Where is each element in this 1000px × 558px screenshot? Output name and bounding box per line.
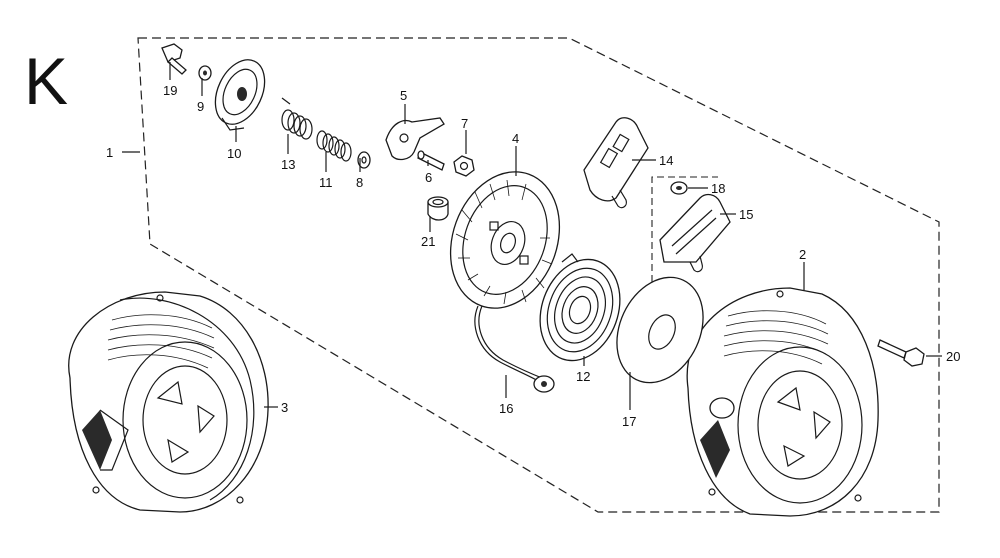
part-3-fan-cover — [68, 291, 269, 513]
callout-4: 4 — [512, 131, 519, 146]
part-2-fan-cover — [686, 287, 879, 517]
part-8-washer — [357, 151, 371, 169]
part-10-friction-plate — [214, 59, 266, 131]
part-15-handle-grip — [659, 193, 731, 273]
callout-1: 1 — [106, 145, 113, 160]
callout-12: 12 — [576, 369, 590, 384]
part-6-pin — [417, 150, 445, 171]
callout-3: 3 — [281, 400, 288, 415]
callout-5: 5 — [400, 88, 407, 103]
part-5-ratchet — [385, 117, 445, 161]
sub-boundary-15-18 — [651, 176, 718, 282]
part-12-recoil-spring — [539, 253, 621, 362]
callout-labels: 1 2 3 4 5 6 7 8 9 10 11 12 13 14 15 16 1… — [106, 83, 960, 429]
callout-10: 10 — [227, 146, 241, 161]
callout-17: 17 — [622, 414, 636, 429]
part-21-collar — [427, 196, 449, 221]
callout-6: 6 — [425, 170, 432, 185]
part-11-spring — [316, 130, 352, 162]
part-19-bolt — [161, 43, 187, 75]
callout-16: 16 — [499, 401, 513, 416]
callout-19: 19 — [163, 83, 177, 98]
callout-15: 15 — [739, 207, 753, 222]
callout-9: 9 — [197, 99, 204, 114]
callout-18: 18 — [711, 181, 725, 196]
part-13-spring — [281, 97, 313, 140]
callout-11: 11 — [319, 175, 333, 190]
leader-lines — [122, 62, 942, 410]
section-letter: K — [24, 44, 68, 118]
part-14-handle-grip — [583, 117, 649, 209]
callout-8: 8 — [356, 175, 363, 190]
callout-21: 21 — [421, 234, 435, 249]
part-7-nut — [453, 155, 475, 177]
callout-7: 7 — [461, 116, 468, 131]
callout-20: 20 — [946, 349, 960, 364]
callout-2: 2 — [799, 247, 806, 262]
callout-14: 14 — [659, 153, 673, 168]
part-16-starter-rope — [474, 305, 555, 393]
callout-13: 13 — [281, 157, 295, 172]
part-18-washer — [670, 181, 688, 195]
part-9-washer — [198, 65, 212, 81]
assembly-boundary — [137, 37, 940, 513]
part-4-starter-reel — [449, 171, 561, 309]
part-17-plate — [616, 276, 704, 384]
part-20-bolt — [877, 339, 925, 367]
